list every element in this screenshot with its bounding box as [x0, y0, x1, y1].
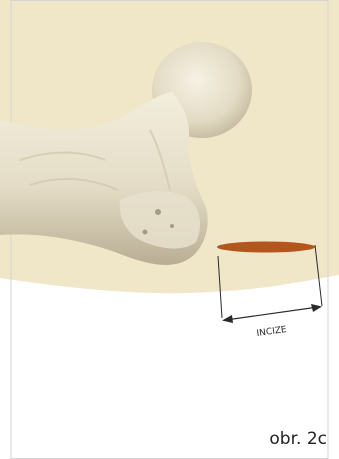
bone-pit-2 [143, 230, 148, 235]
bone-pit-3 [170, 224, 174, 228]
bone-pit [155, 209, 161, 215]
incision-dimension-arrow [222, 304, 322, 323]
incision-marker [217, 242, 315, 253]
figure-caption: obr. 2c [269, 429, 327, 449]
incision-label: INCIZE [256, 325, 288, 339]
